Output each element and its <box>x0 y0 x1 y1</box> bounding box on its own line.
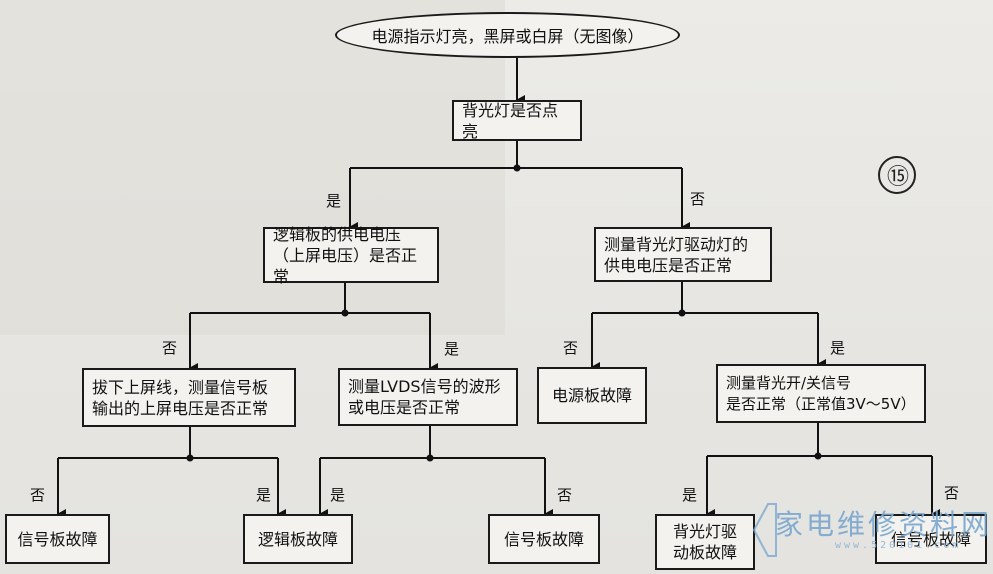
junction-dot <box>678 309 686 317</box>
label-yes: 是 <box>830 339 846 357</box>
label-no: 否 <box>563 339 579 357</box>
label-yes: 是 <box>330 486 346 504</box>
junction-dot <box>341 309 349 317</box>
label-yes: 是 <box>256 486 272 504</box>
watermark-url: www.520101.com <box>835 540 962 551</box>
label-no: 否 <box>557 486 573 504</box>
junction-dot <box>186 454 194 462</box>
result-signal-board: 信号板故障 <box>875 514 987 564</box>
result-backlight-driver: 背光灯驱 动板故障 <box>655 514 755 570</box>
decision-signal-output: 拔下上屏线，测量信号板 输出的上屏电压是否正常 <box>82 368 296 427</box>
decision-lvds: 测量LVDS信号的波形 或电压是否正常 <box>338 368 518 426</box>
label-no: 否 <box>162 339 178 357</box>
label-yes: 是 <box>682 486 698 504</box>
watermark-logo <box>752 503 777 557</box>
junction-dot <box>513 164 521 172</box>
label-no: 否 <box>30 486 46 504</box>
label-yes: 是 <box>444 340 460 358</box>
watermark-text: 家电维修资料网 <box>775 508 993 541</box>
decision-backlight: 背光灯是否点亮 <box>452 100 582 141</box>
decision-logic-power: 逻辑板的供电电压 （上屏电压）是否正常 <box>263 225 439 286</box>
result-signal-board: 信号板故障 <box>5 514 110 564</box>
result-power-board: 电源板故障 <box>537 367 647 424</box>
result-logic-board: 逻辑板故障 <box>243 514 353 564</box>
label-no: 否 <box>944 484 960 502</box>
figure-number: ⑮ <box>878 156 916 194</box>
start-node: 电源指示灯亮，黑屏或白屏（无图像） <box>335 12 680 58</box>
label-no: 否 <box>690 190 706 208</box>
junction-dot <box>426 454 434 462</box>
decision-onoff-signal: 测量背光开/关信号 是否正常（正常值3V～5V） <box>716 364 926 423</box>
decision-driver-power: 测量背光灯驱动灯的 供电电压是否正常 <box>594 227 772 282</box>
junction-dot <box>814 452 822 460</box>
label-yes: 是 <box>326 192 342 210</box>
result-signal-board: 信号板故障 <box>488 514 600 564</box>
